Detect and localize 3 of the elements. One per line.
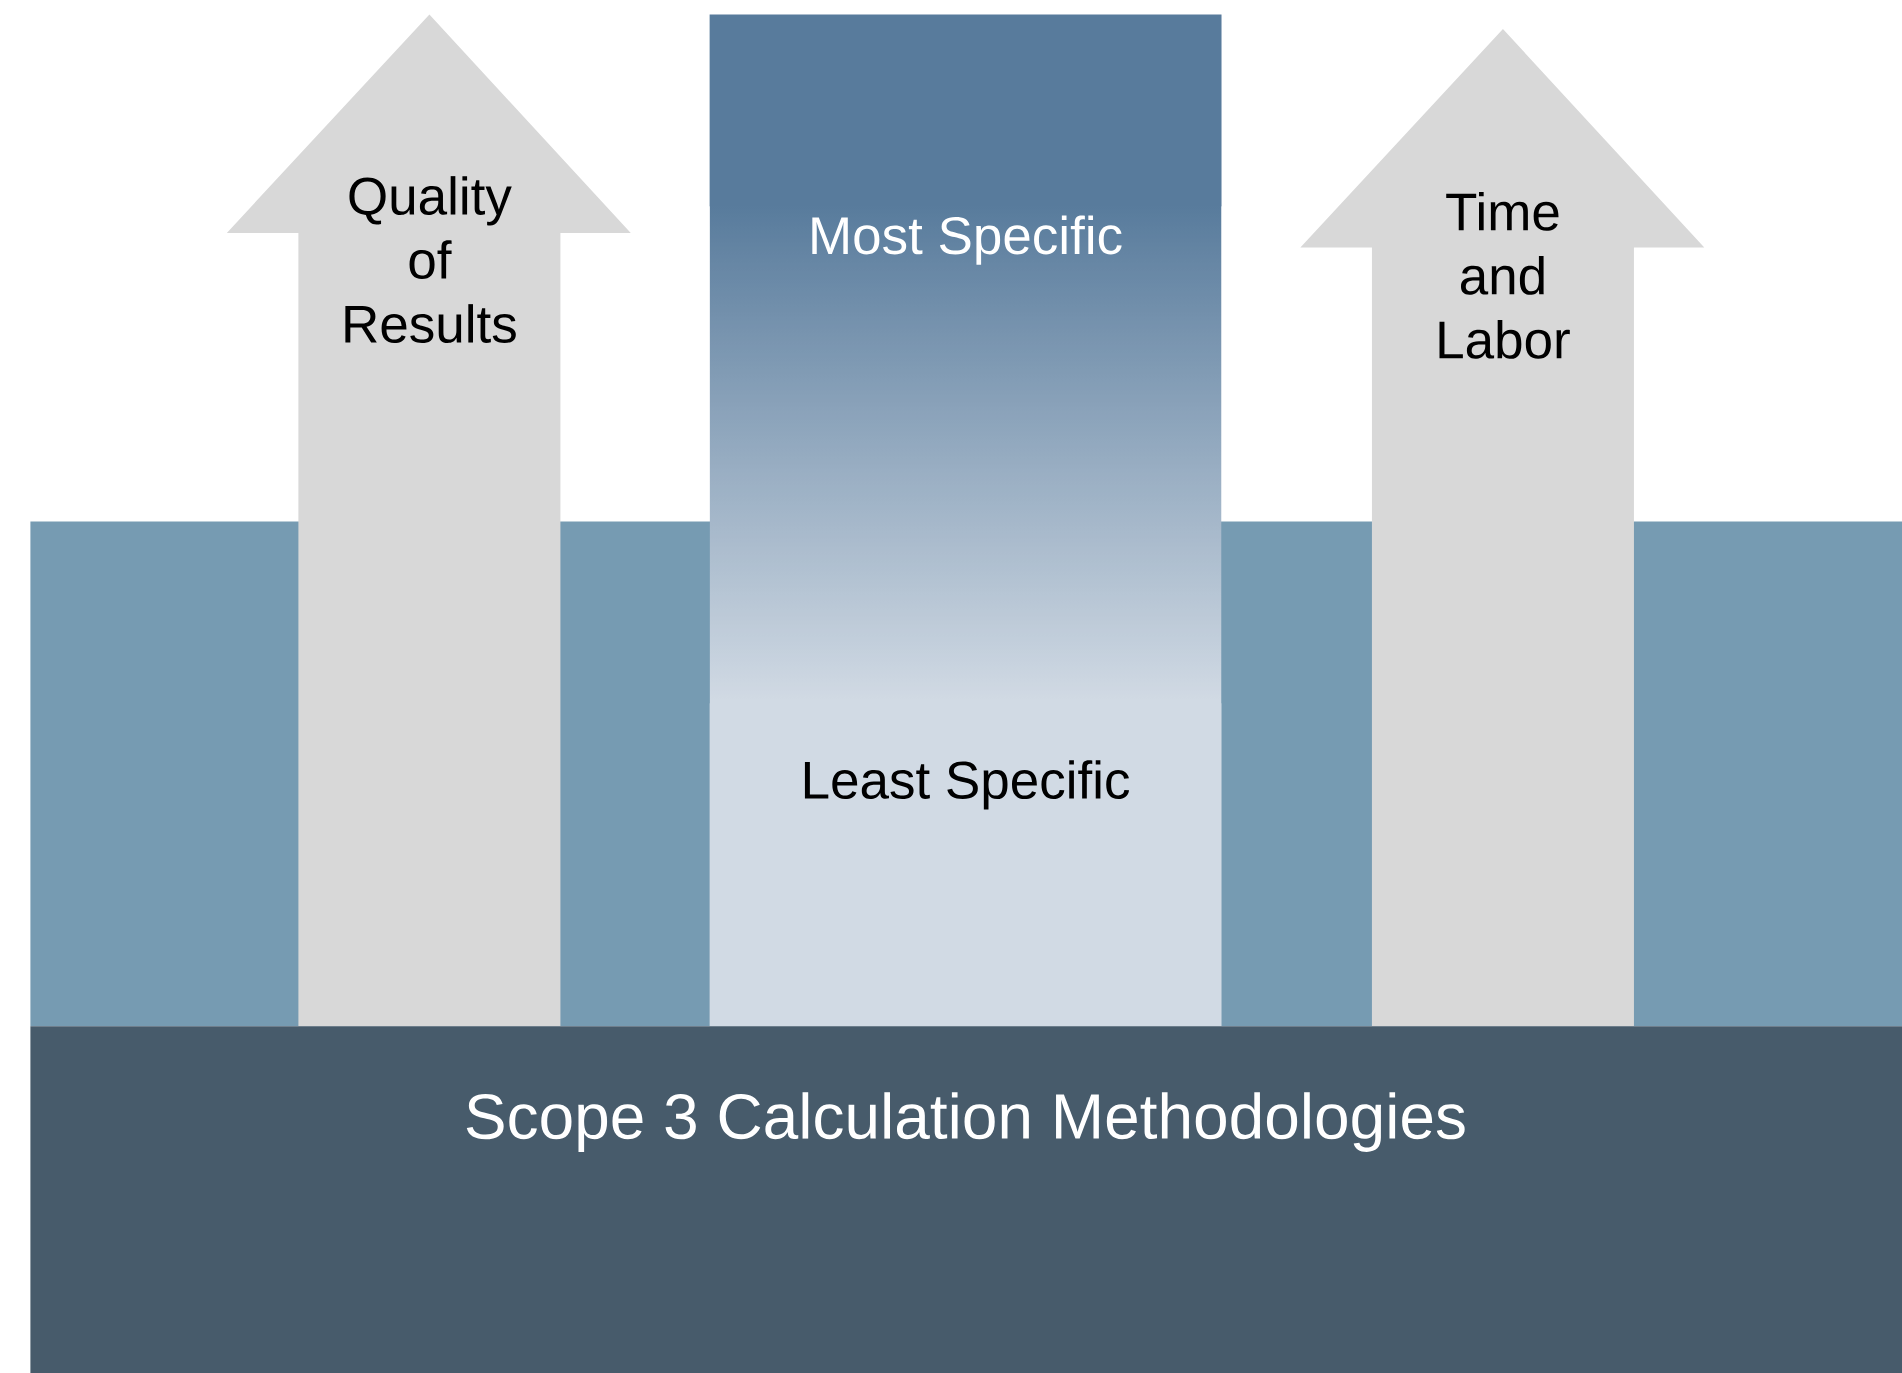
node-label: Least Specific [804, 760, 1130, 810]
gradient-column: Most Specific Least Specific [709, 14, 1222, 1027]
base-bar: Scope 3 Calculation Methodologies [30, 1026, 1902, 1373]
